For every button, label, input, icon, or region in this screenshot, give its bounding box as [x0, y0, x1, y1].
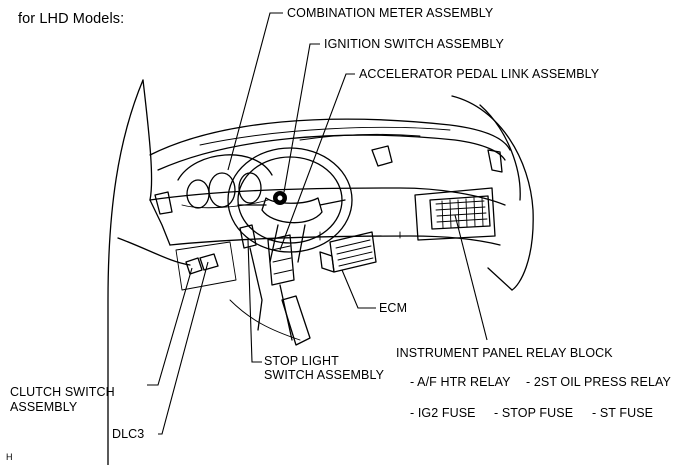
left-vent: [154, 191, 173, 215]
meter-hood: [177, 154, 273, 181]
right-lower-edge: [487, 267, 513, 291]
steering-wheel-rim: [227, 147, 353, 253]
leader-dlc3: [158, 261, 209, 435]
corner-mark: H: [6, 452, 13, 462]
relay-block: [429, 195, 491, 230]
label-combination-meter: COMBINATION METER ASSEMBLY: [287, 6, 494, 20]
leader-clutch: [147, 267, 193, 386]
label-relay-block: INSTRUMENT PANEL RELAY BLOCK: [396, 346, 613, 360]
steering-spoke-right: [319, 199, 346, 206]
dash-vent-strip: [199, 126, 451, 146]
models-heading: for LHD Models:: [18, 11, 125, 27]
dash-lower-trim: [319, 231, 401, 241]
dash-front-face: [149, 187, 506, 206]
steering-column: [269, 224, 306, 263]
ecm-fins: [335, 239, 374, 267]
ignition-key-slot: [276, 194, 284, 202]
meter-face: [181, 199, 269, 209]
dash-lower-edge: [169, 235, 501, 246]
right-corner-vent: [487, 149, 503, 173]
label-dlc3: DLC3: [112, 427, 145, 441]
dash-defroster: [299, 133, 421, 141]
brake-pedal-arm: [249, 247, 263, 331]
label-stop-light-line1: STOP LIGHT: [264, 354, 339, 368]
a-pillar-outline: [107, 79, 144, 465]
floor-line: [229, 299, 301, 341]
relay-item: - 2ST OIL PRESS RELAY: [526, 375, 671, 389]
ecm-bracket: [319, 251, 335, 273]
a-pillar-inner: [142, 79, 153, 201]
door-edge: [117, 237, 191, 266]
relay-item: - STOP FUSE: [494, 406, 574, 420]
right-vent: [371, 145, 393, 167]
lower-dash-panel: [175, 241, 237, 291]
label-accelerator-link: ACCELERATOR PEDAL LINK ASSEMBLY: [359, 67, 600, 81]
stop-light-switch: [239, 224, 257, 249]
relay-item: - IG2 FUSE: [410, 406, 476, 420]
label-ignition-switch: IGNITION SWITCH ASSEMBLY: [324, 37, 504, 51]
label-stop-light-line2: SWITCH ASSEMBLY: [264, 368, 385, 382]
label-clutch-line1: CLUTCH SWITCH: [10, 385, 115, 399]
relay-item: - A/F HTR RELAY: [410, 375, 511, 389]
leader-combination-meter: [227, 12, 283, 171]
leader-accelerator-link: [279, 73, 355, 251]
gauge-right: [238, 172, 262, 204]
clutch-switch-body: [185, 257, 203, 275]
relay-item: - ST FUSE: [592, 406, 654, 420]
leader-relay-block: [454, 214, 488, 341]
label-ecm: ECM: [379, 301, 408, 315]
leader-ecm: [341, 269, 376, 309]
gauge-center: [208, 172, 236, 208]
accel-pedal-pad: [281, 295, 311, 346]
left-dash-panel: [149, 199, 171, 246]
label-clutch-line2: ASSEMBLY: [10, 400, 78, 414]
right-pillar-outline: [451, 95, 534, 291]
relay-block-grid: [435, 197, 488, 229]
right-pillar-inner: [479, 104, 521, 201]
dash-top-edge: [149, 118, 511, 156]
leader-ignition-switch: [283, 43, 320, 193]
dlc3-connector: [199, 253, 219, 271]
dash-top-edge-2: [157, 134, 506, 171]
center-panel: [414, 187, 496, 241]
leader-stop-light: [247, 239, 262, 363]
accel-link-bracket: [267, 234, 295, 286]
ecm-body: [329, 231, 377, 273]
